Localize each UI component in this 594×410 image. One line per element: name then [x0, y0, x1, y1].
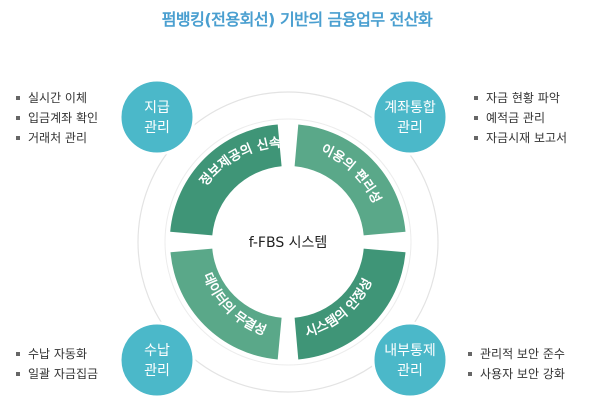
- center-circle: [225, 179, 351, 305]
- svg-text:수납: 수납: [144, 343, 170, 359]
- list-item: 예적금 관리: [474, 108, 567, 128]
- ring-segment-top-right: [294, 124, 406, 236]
- center-label: f-FBS 시스템: [249, 235, 328, 251]
- list-item: 실시간 이체: [16, 88, 98, 108]
- svg-text:관리: 관리: [397, 120, 423, 136]
- node-payment: 지급 관리: [118, 78, 196, 156]
- list-item: 관리적 보안 준수: [468, 344, 565, 364]
- list-item: 사용자 보안 강화: [468, 364, 565, 384]
- ring-segment-bottom-right: [294, 248, 406, 360]
- svg-text:관리: 관리: [144, 120, 170, 136]
- collection-feature-list: 수납 자동화 일괄 자금집금: [16, 344, 98, 384]
- svg-text:지급: 지급: [144, 100, 170, 116]
- page-title: 펌뱅킹(전용회선) 기반의 금융업무 전산화: [161, 10, 433, 29]
- svg-text:계좌통합: 계좌통합: [384, 100, 436, 116]
- node-internal-control: 내부통제 관리: [371, 321, 449, 399]
- list-item: 거래처 관리: [16, 128, 98, 148]
- node-collection: 수납 관리: [118, 321, 196, 399]
- svg-text:관리: 관리: [144, 363, 170, 379]
- ring-segment-bottom-left: [170, 248, 282, 360]
- payment-feature-list: 실시간 이체 입금계좌 확인 거래처 관리: [16, 88, 98, 148]
- list-item: 입금계좌 확인: [16, 108, 98, 128]
- list-item: 수납 자동화: [16, 344, 98, 364]
- list-item: 일괄 자금집금: [16, 364, 98, 384]
- svg-text:내부통제: 내부통제: [384, 343, 436, 359]
- inner-faint-ring: [164, 118, 412, 366]
- node-account-integration: 계좌통합 관리: [371, 78, 449, 156]
- outer-ring: [137, 91, 439, 393]
- list-item: 자금 현황 파악: [474, 88, 567, 108]
- account-feature-list: 자금 현황 파악 예적금 관리 자금시재 보고서: [474, 88, 567, 148]
- ring-segment-top-left: [170, 124, 282, 236]
- list-item: 자금시재 보고서: [474, 128, 567, 148]
- internal-control-feature-list: 관리적 보안 준수 사용자 보안 강화: [468, 344, 565, 384]
- svg-text:관리: 관리: [397, 363, 423, 379]
- feature-ring: [170, 124, 406, 360]
